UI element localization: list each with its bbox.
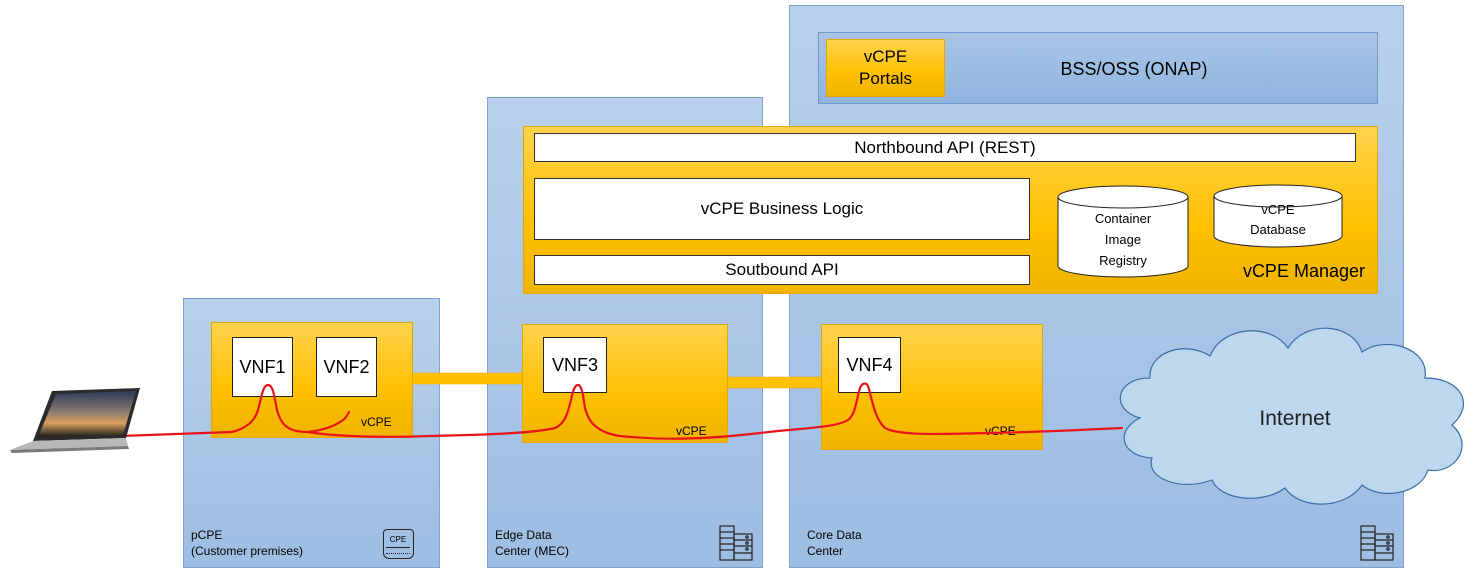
pcpe-label-line2: (Customer premises) — [191, 544, 304, 558]
registry-line1: Container — [1094, 210, 1152, 226]
core-label-line2: Center — [807, 544, 844, 558]
portals-line1: vCPE — [863, 47, 908, 66]
edge-label-line2: Center (MEC) — [495, 544, 570, 558]
pcpe-label-line1: pCPE — [191, 528, 223, 542]
cpe-icon-text: CPE — [389, 534, 407, 544]
vnf4-box[interactable]: VNF4 — [838, 337, 901, 393]
link-edge-core — [726, 376, 823, 389]
internet-cloud-shape — [1119, 327, 1464, 505]
database-cylinder — [1213, 184, 1343, 248]
link-pcpe-edge — [411, 372, 523, 385]
vnf1-box[interactable]: VNF1 — [232, 337, 293, 397]
vcpe-portals-button[interactable]: vCPE Portals — [826, 39, 945, 97]
portals-line2: Portals — [859, 69, 912, 88]
cpe-icon-base — [386, 547, 410, 554]
edge-zone-label: Edge Data Center (MEC) — [495, 527, 665, 559]
registry-line3: Registry — [1099, 252, 1147, 268]
core-label-line1: Core Data — [807, 528, 862, 542]
business-logic-box: vCPE Business Logic — [534, 178, 1030, 240]
northbound-api-bar: Northbound API (REST) — [534, 133, 1356, 162]
cpe-device-icon: CPE — [383, 529, 414, 559]
vcpe-label-pcpe: vCPE — [361, 415, 392, 429]
pcpe-zone-label: pCPE (Customer premises) — [191, 527, 361, 559]
core-zone-label: Core Data Center — [807, 527, 977, 559]
vnf3-box[interactable]: VNF3 — [543, 337, 607, 393]
database-label: vCPE Database — [1214, 198, 1342, 242]
southbound-api-bar: Soutbound API — [534, 255, 1030, 285]
internet-label: Internet — [1259, 407, 1331, 430]
registry-cylinder — [1057, 185, 1189, 278]
vcpe-label-core: vCPE — [985, 424, 1016, 438]
vcpe-manager-title: vCPE Manager — [1242, 261, 1365, 281]
db-line1: vCPE — [1261, 202, 1295, 217]
business-logic-label: vCPE Business Logic — [700, 199, 864, 218]
edge-label-line1: Edge Data — [495, 528, 552, 542]
db-line2: Database — [1250, 222, 1306, 237]
registry-label: Container Image Registry — [1058, 206, 1188, 272]
bss-oss-title: BSS/OSS (ONAP) — [1060, 58, 1208, 79]
registry-line2: Image — [1104, 231, 1142, 247]
vnf2-box[interactable]: VNF2 — [316, 337, 377, 397]
vcpe-label-edge: vCPE — [676, 424, 707, 438]
southbound-api-label: Soutbound API — [725, 260, 839, 279]
northbound-api-label: Northbound API (REST) — [854, 137, 1036, 157]
